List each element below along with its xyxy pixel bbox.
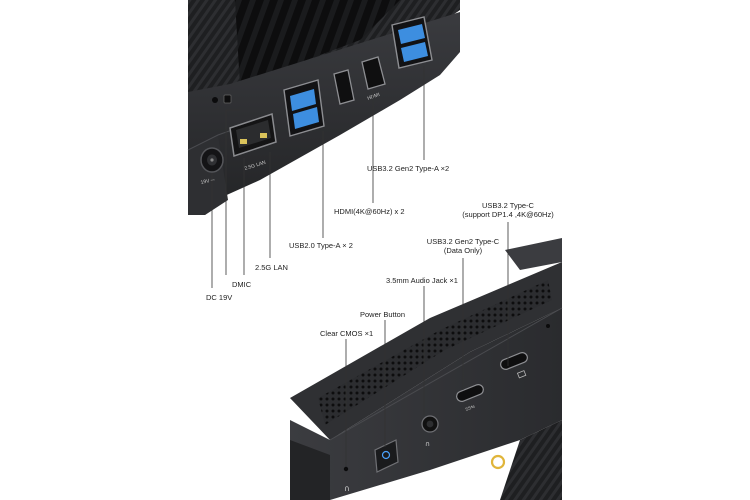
label-hdmi: HDMI(4K@60Hz) x 2 bbox=[334, 207, 405, 216]
label-lan: 2.5G LAN bbox=[255, 263, 288, 272]
dc-jack bbox=[200, 147, 224, 173]
hdmi-ports bbox=[333, 56, 386, 105]
power-button bbox=[374, 439, 399, 473]
lan-port bbox=[229, 113, 277, 157]
label-audio-jack: 3.5mm Audio Jack ×1 bbox=[386, 276, 458, 285]
front-device: ∩ ∩ SS⇆ bbox=[290, 238, 563, 500]
usb32-gen2-a-ports bbox=[391, 16, 433, 69]
label-usb32-gen2-c: USB3.2 Gen2 Type-C (Data Only) bbox=[418, 237, 508, 255]
label-usb32-c-dp: USB3.2 Type-C (support DP1.4 ,4K@60Hz) bbox=[462, 201, 554, 219]
front-panel bbox=[290, 308, 562, 500]
audio-jack bbox=[421, 415, 439, 433]
dc-marking: 19V ⎓ bbox=[200, 177, 215, 186]
usb-c-icon: SS⇆ bbox=[465, 404, 476, 412]
power-icon bbox=[381, 450, 391, 460]
usb32-gen2-c-port: SS⇆ bbox=[456, 384, 484, 412]
label-usb32-c-dp-line2: (support DP1.4 ,4K@60Hz) bbox=[462, 210, 554, 219]
top-mesh bbox=[318, 280, 552, 425]
label-clear-cmos: Clear CMOS ×1 bbox=[320, 329, 374, 338]
headset-icon: ∩ bbox=[344, 484, 350, 493]
front-leader-lines bbox=[345, 222, 509, 466]
label-dmic: DMIC bbox=[232, 280, 252, 289]
label-usb32-gen2-c-line2: (Data Only) bbox=[443, 246, 483, 255]
usb20-ports bbox=[283, 79, 325, 137]
headphone-icon: ∩ bbox=[425, 440, 430, 448]
display-icon bbox=[516, 370, 527, 379]
rear-leader-lines bbox=[211, 66, 425, 288]
usb32-c-dp-port bbox=[500, 352, 528, 379]
hdmi-marking: HDMI bbox=[367, 92, 381, 102]
label-usb32-gen2-a: USB3.2 Gen2 Type-A ×2 bbox=[367, 164, 450, 173]
rear-panel bbox=[188, 12, 460, 215]
label-usb32-c-dp-line1: USB3.2 Type-C bbox=[482, 201, 534, 210]
brand-logo-icon bbox=[490, 454, 506, 470]
rear-device: 19V ⎓ 2.5G LAN HDMI bbox=[187, 0, 460, 215]
label-usb32-gen2-c-line1: USB3.2 Gen2 Type-C bbox=[426, 237, 500, 246]
dmic-hole bbox=[212, 97, 218, 103]
label-dc: DC 19V bbox=[206, 293, 233, 302]
label-usb20-a: USB2.0 Type-A × 2 bbox=[289, 241, 353, 250]
label-power-button: Power Button bbox=[360, 310, 406, 319]
clear-cmos-hole bbox=[343, 466, 349, 472]
